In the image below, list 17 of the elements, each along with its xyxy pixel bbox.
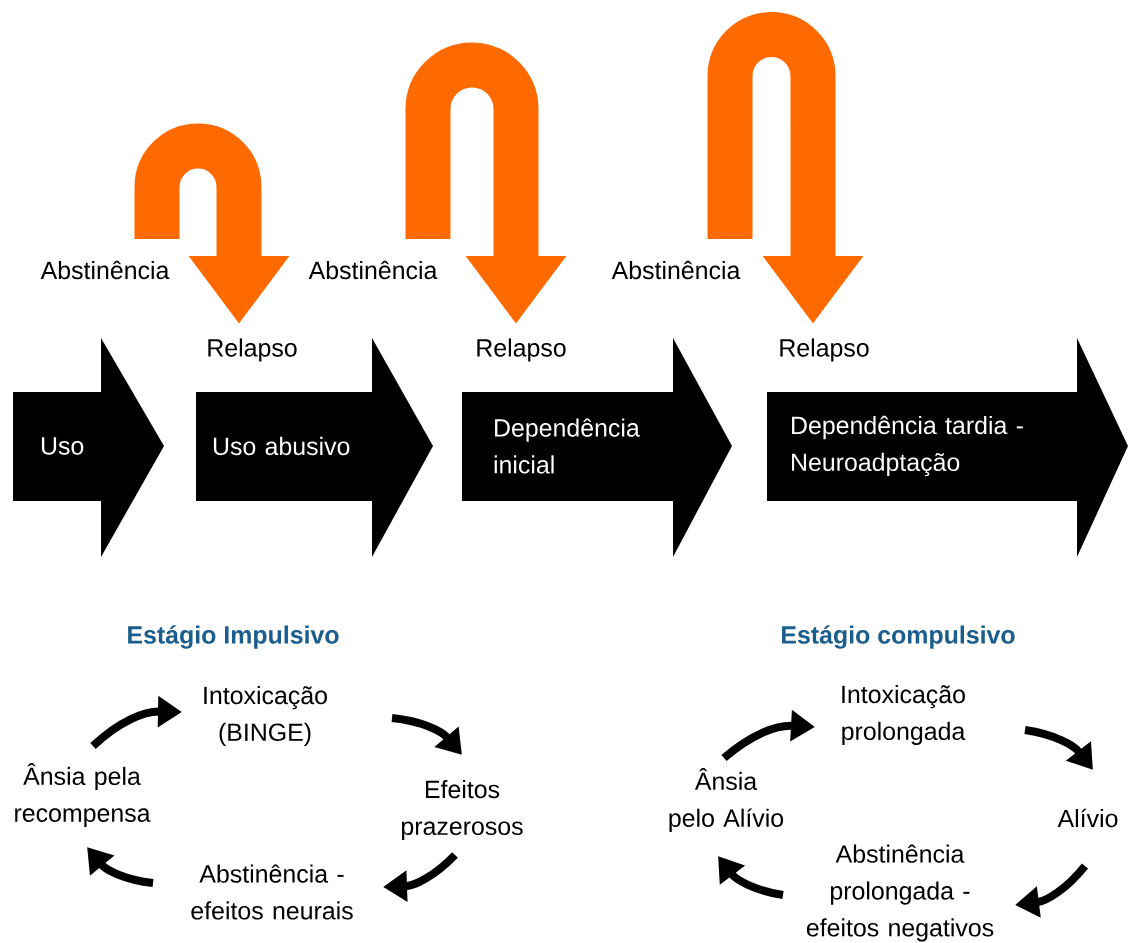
phase-label: Abstinência — [40, 260, 170, 280]
cycle-step-label: Ânsia pelo Alívio — [669, 768, 784, 832]
phase-label: Abstinência — [308, 260, 438, 280]
cycle-step-label: Intoxicação prolongada — [842, 684, 966, 746]
phase-label: Relapso — [208, 338, 297, 362]
phase-label: Abstinência — [611, 260, 741, 280]
stage-heading: Estágio Impulsivo — [128, 625, 339, 649]
phase-label: Relapso — [477, 338, 566, 362]
cycle-step-label: Efeitos prazerosos — [402, 779, 523, 841]
cycle-step-label: Intoxicação (BINGE) — [204, 685, 327, 747]
cycle-step-label: Abstinência - efeitos neurais — [191, 864, 353, 920]
cycle-step-label: Ânsia pela recompensa — [15, 763, 151, 827]
cycle-step-label: Alívio — [1057, 808, 1118, 828]
stage-heading: Estágio compulsivo — [782, 625, 1015, 649]
phase-label: Relapso — [780, 338, 869, 362]
stage-block: Uso — [13, 338, 164, 557]
cycle-step-label: Abstinência prolongada - efeitos negativos — [806, 844, 994, 942]
